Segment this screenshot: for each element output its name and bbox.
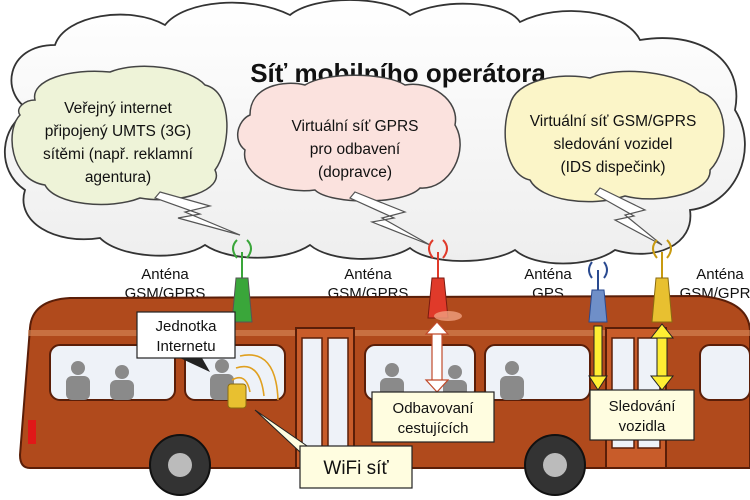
wifi-signal-icon: [231, 354, 279, 401]
antenna-4-label-line-1: Anténa: [696, 266, 744, 283]
signal-bolt-1: [153, 191, 241, 236]
antenna-1-icon: [231, 239, 253, 323]
antenna-1-label-line-1: Anténa: [141, 266, 189, 283]
antenna-2-label-line-1: Anténa: [344, 266, 392, 283]
signal-bolt-2: [349, 191, 431, 246]
tracking-line-2: vozidla: [619, 418, 666, 435]
bubble-1-line-4: agentura): [85, 169, 151, 186]
ticketing-line-1: Odbavovaní: [393, 400, 475, 417]
antenna-3-label-line-1: Anténa: [524, 266, 572, 283]
antenna-4-icon: [651, 239, 673, 323]
bubble-1-line-2: připojený UMTS (3G): [45, 123, 191, 140]
bubble-3-line-2: sledování vozidel: [554, 136, 673, 153]
gps-arrow: [588, 325, 608, 391]
tracking-label: Sledování vozidla: [589, 389, 695, 441]
bubble-2-line-1: Virtuální síť GPRS: [292, 118, 419, 135]
ticketing-line-2: cestujících: [398, 420, 469, 437]
tracking-line-1: Sledování: [609, 398, 677, 415]
bubble-gprs-ticketing: Virtuální síť GPRS pro odbavení (dopravce): [236, 74, 461, 202]
bubble-2-line-3: (dopravce): [318, 164, 392, 181]
bubble-3-line-3: (IDS dispečink): [560, 159, 665, 176]
internet-unit-line-2: Internetu: [156, 338, 215, 355]
tracking-arrow: [649, 323, 675, 391]
antenna-2-icon: [427, 239, 462, 321]
wifi-network-label: WiFi síť: [323, 458, 389, 479]
bubble-1-line-3: sítěmi (např. reklamní: [43, 146, 194, 163]
bubble-gsm-tracking: Virtuální síť GSM/GPRS sledování vozidel (…: [504, 70, 725, 203]
wifi-network-callout: WiFi síť: [254, 409, 413, 489]
antenna-3-icon: [588, 261, 608, 323]
internet-unit-line-1: Jednotka: [156, 318, 218, 335]
bubble-public-internet: Veřejný internet připojený UMTS (3G) sítěm…: [11, 65, 228, 206]
bubble-3-line-1: Virtuální síť GSM/GPRS: [530, 113, 697, 130]
bubble-1-line-1: Veřejný internet: [64, 100, 172, 117]
ticketing-arrow: [424, 321, 450, 393]
signal-bolt-3: [594, 187, 663, 246]
bubble-2-line-2: pro odbavení: [310, 141, 401, 158]
ticketing-label: Odbavovaní cestujících: [371, 391, 495, 443]
